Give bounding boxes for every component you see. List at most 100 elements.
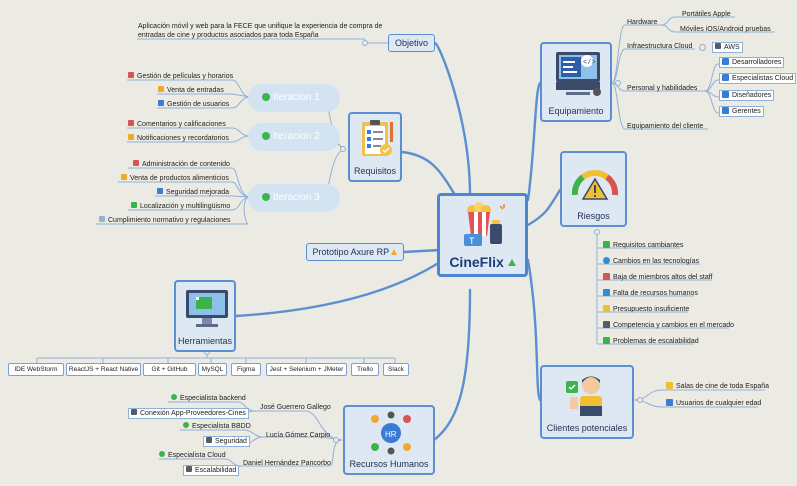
personal-label[interactable]: Personal y habilidades — [627, 85, 698, 92]
herramientas-label: Herramientas — [177, 336, 233, 346]
person-icon — [603, 289, 610, 296]
person-icon — [722, 107, 729, 114]
objetivo-text-2: entradas de cine y productos asociados p… — [138, 32, 319, 39]
chip-icon — [206, 437, 212, 443]
popcorn-icon: T — [464, 202, 505, 246]
riesgo-item[interactable]: Falta de recursos humanos — [603, 289, 698, 298]
riesgo-item[interactable]: Competencia y cambios en el mercado — [603, 321, 734, 330]
person-down-icon — [603, 273, 610, 280]
tool-item[interactable]: MySQL — [198, 363, 227, 376]
clientes-label: Clientes potenciales — [546, 423, 628, 433]
person-role[interactable]: Especialista BBDD — [183, 422, 251, 431]
market-icon — [603, 321, 610, 328]
iter3-item[interactable]: Administración de contenido — [133, 160, 230, 169]
priority-1-icon — [128, 120, 134, 126]
info-icon — [603, 257, 610, 264]
drive-icon — [391, 249, 398, 255]
svg-text:T: T — [469, 236, 475, 246]
personal-item[interactable]: Desarrolladores — [719, 57, 785, 68]
tool-item[interactable]: Figma — [231, 363, 261, 376]
cloud-item[interactable]: AWS — [712, 42, 743, 53]
iter1-item[interactable]: Gestión de usuarios — [158, 100, 229, 109]
prototipo-node[interactable]: Prototipo Axure RP — [306, 243, 404, 261]
cloud-label[interactable]: Infraestructura Cloud — [627, 43, 693, 50]
iter2-item[interactable]: Comentarios y calificaciones — [128, 120, 226, 129]
cliente-item[interactable]: Salas de cine de toda España — [666, 382, 769, 391]
check-icon — [159, 451, 165, 457]
client-person-icon — [566, 376, 602, 416]
person-icon — [722, 74, 729, 81]
tool-item[interactable]: Git + GitHub — [143, 363, 196, 376]
tool-item[interactable]: IDE WebStorm — [8, 363, 64, 376]
priority-3-icon — [158, 100, 164, 106]
person-role[interactable]: Especialista Cloud — [159, 451, 226, 460]
iteracion-2-cloud[interactable]: Iteracion 2 — [250, 125, 338, 149]
tool-item[interactable]: Trello — [351, 363, 379, 376]
person-icon — [722, 91, 729, 98]
center-node[interactable]: T CineFlix — [437, 193, 528, 277]
riesgo-item[interactable]: Cambios en las tecnologías — [603, 257, 699, 266]
person-icon — [722, 58, 729, 65]
person-skill[interactable]: Escalabilidad — [183, 465, 240, 476]
iter1-item[interactable]: Venta de entradas — [158, 86, 224, 95]
iter1-item[interactable]: Gestión de películas y horarios — [128, 72, 233, 81]
risk-gauge-icon — [571, 170, 619, 200]
checklist-icon — [362, 120, 393, 156]
riesgo-item[interactable]: Requisitos cambiantes — [603, 241, 683, 250]
money-icon — [603, 305, 610, 312]
chip-icon — [131, 409, 137, 415]
person-role[interactable]: Especialista backend — [171, 394, 246, 403]
riesgos-label: Riesgos — [577, 211, 610, 221]
personal-item[interactable]: Diseñadores — [719, 90, 775, 101]
cliente-item[interactable]: Usuarios de cualquier edad — [666, 399, 761, 408]
hardware-label[interactable]: Hardware — [627, 19, 658, 26]
riesgo-item[interactable]: Baja de miembros altos del staff — [603, 273, 712, 282]
tool-item[interactable]: Slack — [383, 363, 409, 376]
equipamiento-node[interactable]: </> Equipamiento — [540, 42, 612, 122]
recursos-humanos-node[interactable]: HR Recursos Humanos — [343, 405, 435, 475]
cliente-equip-label[interactable]: Equipamiento del cliente — [627, 123, 704, 130]
check-icon — [183, 422, 189, 428]
iteracion-3-label: Iteracion 3 — [273, 192, 320, 203]
recursos-humanos-label: Recursos Humanos — [349, 459, 429, 469]
person-skill[interactable]: Conexión App-Proveedores-Cines — [128, 408, 249, 419]
iteracion-3-cloud[interactable]: Iteracion 3 — [250, 186, 338, 210]
iteracion-2-label: Iteracion 2 — [273, 131, 320, 142]
person-name[interactable]: Daniel Hernández Pancorbo — [243, 460, 331, 467]
iteracion-1-label: Iteracion 1 — [273, 92, 320, 103]
personal-item[interactable]: Especialistas Cloud — [719, 73, 797, 84]
hardware-item[interactable]: Móviles iOS/Android pruebas — [680, 26, 771, 33]
iter3-item[interactable]: Venta de productos alimenticios — [121, 174, 229, 183]
tool-item[interactable]: ReactJS + React Native — [66, 363, 141, 376]
priority-2-icon — [158, 86, 164, 92]
riesgo-item[interactable]: Problemas de escalabilidad — [603, 337, 699, 346]
tool-item[interactable]: Jest + Selenium + JMeter — [266, 363, 347, 376]
iter2-item[interactable]: Notificaciones y recordatorios — [128, 134, 229, 143]
hardware-item[interactable]: Portátiles Apple — [682, 11, 731, 18]
chip-icon — [186, 466, 192, 472]
requisitos-node[interactable]: Requisitos — [348, 112, 402, 182]
riesgo-item[interactable]: Presupuesto insuficiente — [603, 305, 689, 314]
personal-item[interactable]: Gerentes — [719, 106, 764, 117]
scale-icon — [603, 337, 610, 344]
drive-icon — [507, 259, 516, 266]
objetivo-node[interactable]: Objetivo — [388, 34, 435, 52]
server-icon — [715, 43, 721, 49]
person-name[interactable]: José Guerrero Gallego — [260, 404, 331, 411]
center-title: CineFlix — [449, 254, 504, 270]
riesgos-node[interactable]: Riesgos — [560, 151, 627, 227]
clientes-node[interactable]: Clientes potenciales — [540, 365, 634, 439]
progress-icon — [262, 93, 270, 101]
progress-icon — [262, 132, 270, 140]
iter3-item[interactable]: Localización y multilingüismo — [131, 202, 230, 211]
person-name[interactable]: Lucía Gómez Carpio — [266, 432, 331, 439]
iteracion-1-cloud[interactable]: Iteracion 1 — [250, 86, 338, 110]
priority-1-icon — [133, 160, 139, 166]
person-skill[interactable]: Seguridad — [203, 436, 250, 447]
iter3-item[interactable]: Cumplimiento normativo y regulaciones — [99, 216, 231, 225]
iter3-item[interactable]: Seguridad mejorada — [157, 188, 229, 197]
priority-1-icon — [128, 72, 134, 78]
collapse-toggle[interactable] — [699, 44, 706, 51]
requisitos-label: Requisitos — [353, 166, 397, 176]
herramientas-node[interactable]: Herramientas — [174, 280, 236, 352]
